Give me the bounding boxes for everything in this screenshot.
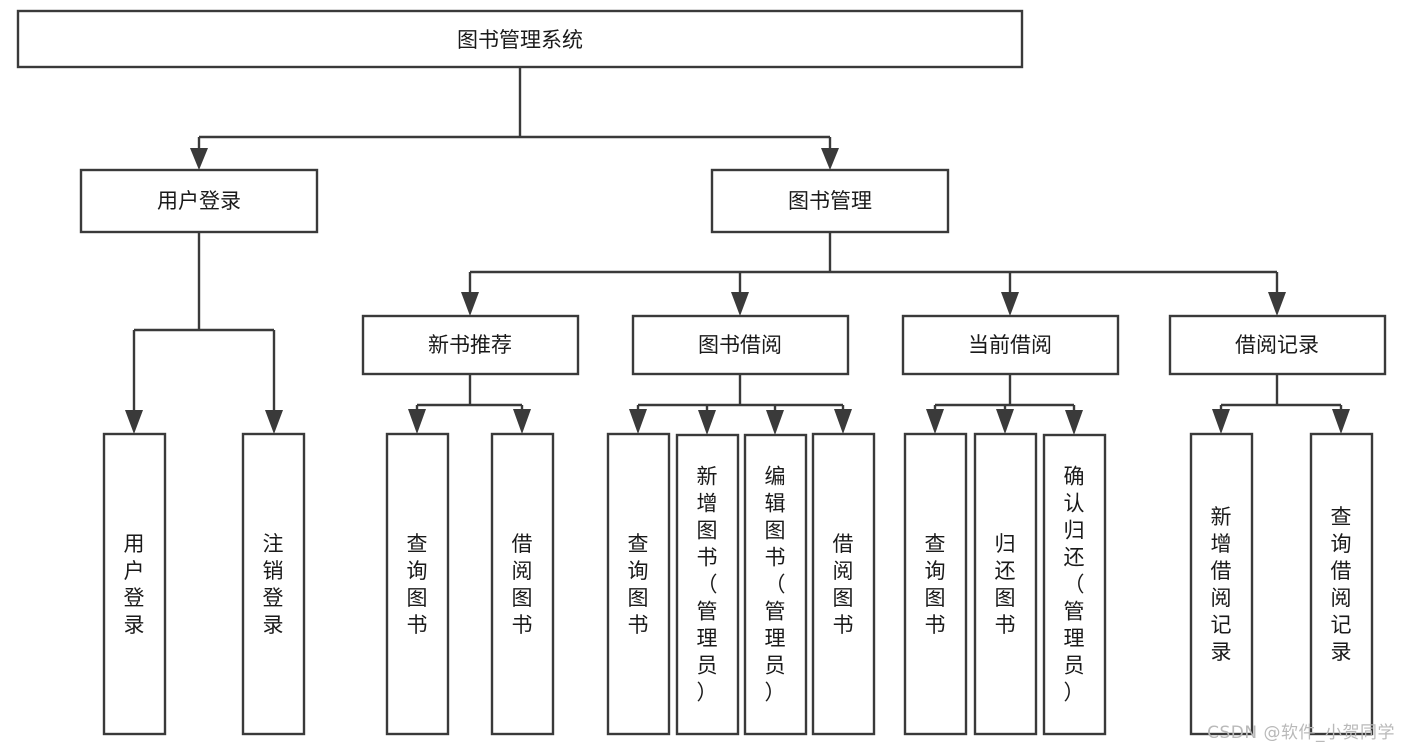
node-new-book-recommend-box[interactable] xyxy=(361,314,580,376)
leaf-user-login[interactable]: 用户登录 xyxy=(102,432,167,736)
arrowhead-leaf-user-login xyxy=(125,410,143,434)
node-book-borrow-box[interactable] xyxy=(631,314,850,376)
node-root[interactable]: 图书管理系统 xyxy=(16,9,1024,69)
leaf-add-book[interactable]: 新增图书（管理员） xyxy=(675,433,740,736)
leaf-return-book[interactable]: 归还图书 xyxy=(973,432,1038,736)
node-root-box[interactable] xyxy=(16,9,1024,69)
node-root-label: 图书管理系统 xyxy=(457,28,583,52)
leaf-borrow-book-2[interactable]: 借阅图书 xyxy=(811,432,876,736)
leaf-add-record-box[interactable] xyxy=(1189,432,1254,736)
leaf-user-login-box[interactable] xyxy=(102,432,167,736)
arrowhead-leaf-query-book-3 xyxy=(926,409,944,434)
arrowhead-user-login xyxy=(190,148,208,170)
leaf-query-record-label: 查询借阅记录 xyxy=(1331,505,1352,664)
arrowhead-leaf-query-book-1 xyxy=(408,409,426,434)
node-user-login-label: 用户登录 xyxy=(157,189,241,213)
node-current-borrow[interactable]: 当前借阅 xyxy=(901,314,1120,376)
leaf-query-book-2-label: 查询图书 xyxy=(628,532,649,637)
arrowhead-book-manage xyxy=(821,148,839,170)
node-book-manage-box[interactable] xyxy=(710,168,950,234)
arrowhead-borrow-record xyxy=(1268,292,1286,316)
arrowhead-new-book-recommend xyxy=(461,292,479,316)
leaf-query-book-1-box[interactable] xyxy=(385,432,450,736)
leaf-add-record[interactable]: 新增借阅记录 xyxy=(1189,432,1254,736)
leaf-query-book-2-box[interactable] xyxy=(606,432,671,736)
arrowhead-leaf-add-book xyxy=(698,410,716,435)
leaf-confirm-return-box[interactable] xyxy=(1042,433,1107,736)
arrowhead-leaf-confirm-return xyxy=(1065,410,1083,435)
leaf-confirm-return[interactable]: 确认归还（管理员） xyxy=(1042,433,1107,736)
arrowhead-leaf-logout xyxy=(265,410,283,434)
leaf-query-book-3-label: 查询图书 xyxy=(925,532,946,637)
node-book-manage-label: 图书管理 xyxy=(788,189,872,213)
arrowhead-leaf-add-record xyxy=(1212,409,1230,434)
leaf-return-book-box[interactable] xyxy=(973,432,1038,736)
node-user-login[interactable]: 用户登录 xyxy=(79,168,319,234)
node-new-book-recommend[interactable]: 新书推荐 xyxy=(361,314,580,376)
leaf-logout[interactable]: 注销登录 xyxy=(241,432,306,736)
leaf-query-book-3[interactable]: 查询图书 xyxy=(903,432,968,736)
leaf-query-book-2[interactable]: 查询图书 xyxy=(606,432,671,736)
arrowhead-book-borrow xyxy=(731,292,749,316)
arrowhead-current-borrow xyxy=(1001,292,1019,316)
leaf-edit-book-box[interactable] xyxy=(743,433,808,736)
arrowhead-leaf-query-book-2 xyxy=(629,409,647,434)
node-book-manage[interactable]: 图书管理 xyxy=(710,168,950,234)
leaf-borrow-book-1-box[interactable] xyxy=(490,432,555,736)
arrowhead-leaf-borrow-book-2 xyxy=(834,409,852,434)
node-current-borrow-box[interactable] xyxy=(901,314,1120,376)
leaf-logout-box[interactable] xyxy=(241,432,306,736)
leaf-return-book-label: 归还图书 xyxy=(995,532,1016,637)
node-new-book-recommend-label: 新书推荐 xyxy=(428,333,512,357)
arrowhead-leaf-borrow-book-1 xyxy=(513,409,531,434)
leaf-query-book-3-box[interactable] xyxy=(903,432,968,736)
leaf-add-record-label: 新增借阅记录 xyxy=(1211,505,1232,664)
leaf-user-login-label: 用户登录 xyxy=(124,532,145,637)
leaf-borrow-book-1[interactable]: 借阅图书 xyxy=(490,432,555,736)
leaf-logout-label: 注销登录 xyxy=(263,532,284,637)
node-borrow-record-label: 借阅记录 xyxy=(1235,333,1319,357)
node-borrow-record[interactable]: 借阅记录 xyxy=(1168,314,1387,376)
node-book-borrow-label: 图书借阅 xyxy=(698,333,782,357)
leaf-query-book-1[interactable]: 查询图书 xyxy=(385,432,450,736)
leaf-edit-book[interactable]: 编辑图书（管理员） xyxy=(743,433,808,736)
arrowhead-leaf-query-record xyxy=(1332,409,1350,434)
leaf-query-book-1-label: 查询图书 xyxy=(407,532,428,637)
leaf-borrow-book-1-label: 借阅图书 xyxy=(512,532,533,637)
node-current-borrow-label: 当前借阅 xyxy=(968,333,1052,357)
arrowhead-leaf-edit-book xyxy=(766,410,784,435)
leaf-borrow-book-2-label: 借阅图书 xyxy=(833,532,854,637)
leaf-edit-book-label: 编辑图书（管理员） xyxy=(765,465,786,705)
node-borrow-record-box[interactable] xyxy=(1168,314,1387,376)
arrowhead-leaf-return-book xyxy=(996,409,1014,434)
leaf-add-book-box[interactable] xyxy=(675,433,740,736)
leaf-query-record[interactable]: 查询借阅记录 xyxy=(1309,432,1374,736)
connector-layer xyxy=(125,67,1350,435)
leaf-add-book-label: 新增图书（管理员） xyxy=(697,465,718,705)
node-user-login-box[interactable] xyxy=(79,168,319,234)
node-book-borrow[interactable]: 图书借阅 xyxy=(631,314,850,376)
leaf-confirm-return-label: 确认归还（管理员） xyxy=(1064,465,1085,705)
leaf-borrow-book-2-box[interactable] xyxy=(811,432,876,736)
leaf-query-record-box[interactable] xyxy=(1309,432,1374,736)
